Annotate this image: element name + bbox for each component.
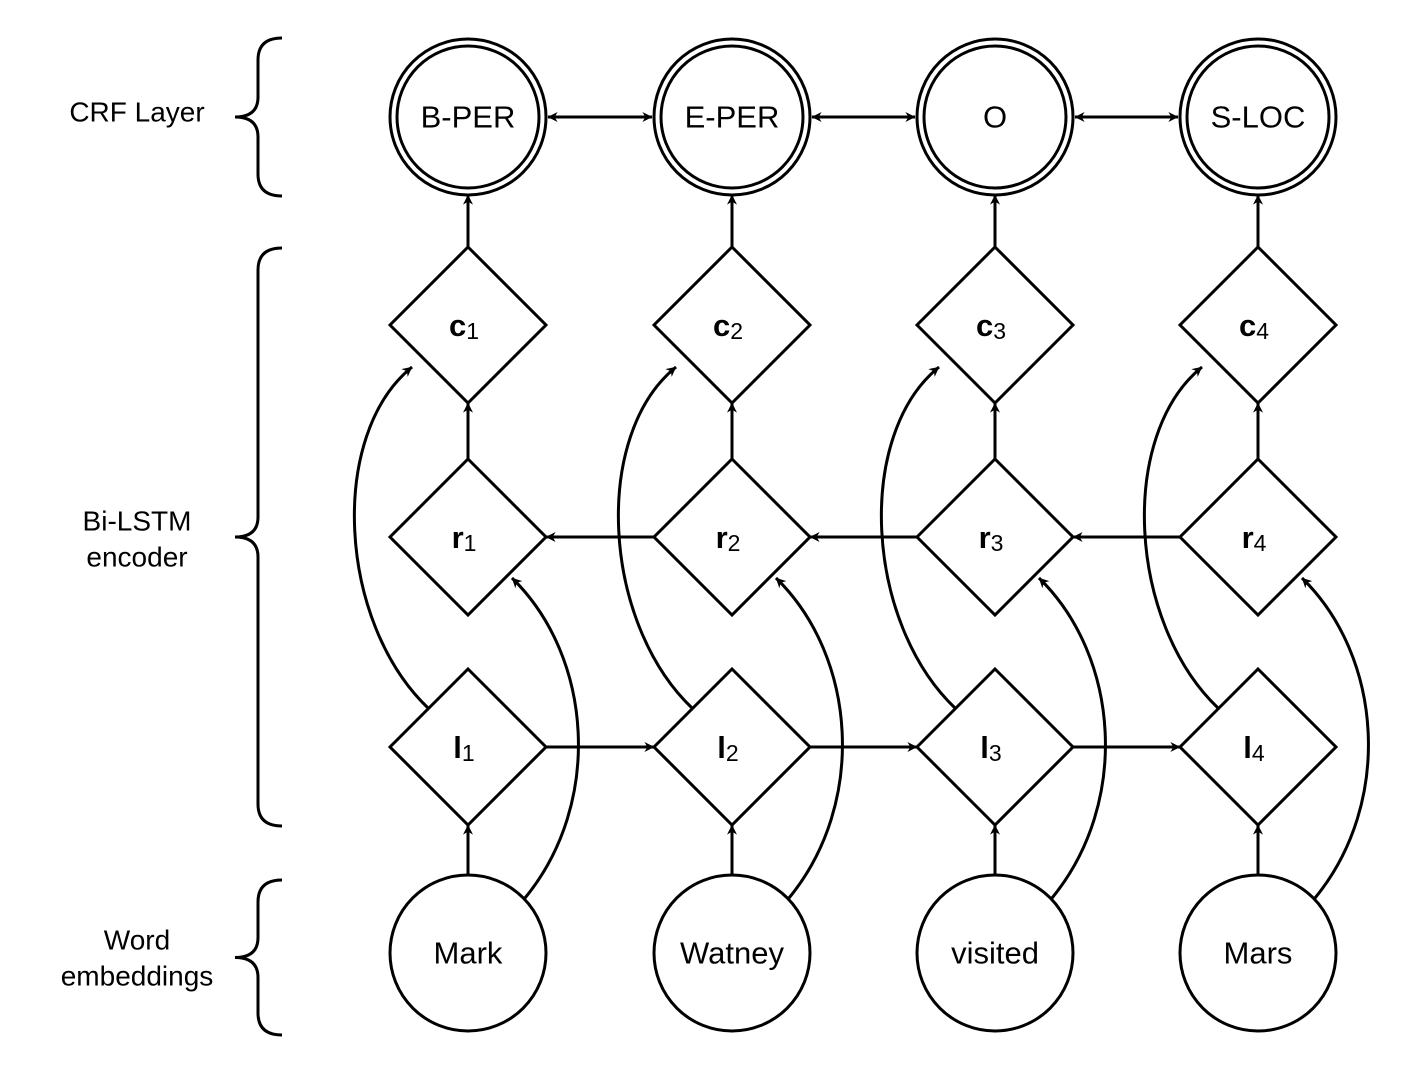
crf-tag-label: S-LOC [1211, 100, 1306, 135]
word-embedding-node [388, 873, 548, 1033]
c-node [1177, 244, 1339, 406]
c-node [914, 244, 1076, 406]
c-node [651, 244, 813, 406]
crf-layer-brace [234, 36, 283, 198]
subscript: 4 [1254, 530, 1267, 556]
c-node-label: c3 [976, 308, 1006, 345]
crf-tag-label: E-PER [685, 100, 780, 135]
symbol: c [713, 308, 730, 343]
l-node-label: l4 [1243, 730, 1265, 767]
c-node-label: c2 [713, 308, 743, 345]
l-node-label: l1 [453, 730, 474, 767]
crf-tag-node-inner [395, 44, 541, 190]
c-node-label: c4 [1239, 308, 1269, 345]
nodes: B-PERMarkc1r1l1E-PERWatneyc2r2l2Ovisited… [387, 37, 1339, 1033]
subscript: 2 [730, 318, 743, 344]
subscript: 2 [726, 740, 739, 766]
c-node [387, 244, 549, 406]
arrow-word-to-r [1300, 576, 1370, 899]
r-node [914, 456, 1076, 618]
symbol: l [453, 730, 462, 765]
r-node [387, 456, 549, 618]
arrow-word-to-r [510, 576, 580, 899]
symbol: c [976, 308, 993, 343]
symbol: r [1242, 520, 1254, 555]
l-node [387, 666, 549, 828]
symbol: r [979, 520, 991, 555]
word-label: Mark [434, 936, 503, 971]
l-node-label: l3 [980, 730, 1001, 767]
subscript: 3 [991, 530, 1004, 556]
crf-tag-node-inner [922, 44, 1068, 190]
l-node-label: l2 [717, 730, 738, 767]
word-label: Watney [680, 936, 784, 971]
subscript: 1 [462, 740, 475, 766]
word-embedding-node [1178, 873, 1338, 1033]
crf-tag-node-inner [1185, 44, 1331, 190]
arrow-l-to-c [1142, 365, 1220, 710]
l-node [1177, 666, 1339, 828]
word-embeddings-label: embeddings [61, 961, 214, 992]
arrow-l-to-c [879, 365, 957, 710]
subscript: 3 [993, 318, 1006, 344]
arrow-word-to-r [1037, 576, 1107, 899]
symbol: l [1243, 730, 1252, 765]
symbol: l [980, 730, 989, 765]
r-node-label: r1 [452, 520, 477, 557]
subscript: 4 [1256, 318, 1269, 344]
word-embedding-node [915, 873, 1075, 1033]
embeddings-brace [234, 878, 283, 1037]
arrow-l-to-c [616, 365, 694, 710]
bilstm-encoder-label: encoder [86, 542, 187, 573]
symbol: r [452, 520, 464, 555]
symbol: l [717, 730, 726, 765]
symbol: c [449, 308, 466, 343]
crf-tag-node-inner [659, 44, 805, 190]
l-node [651, 666, 813, 828]
l-node [914, 666, 1076, 828]
arrow-l-to-c [352, 365, 430, 710]
c-node-label: c1 [449, 308, 479, 345]
word-embeddings-label: Word [104, 925, 170, 956]
r-node [1177, 456, 1339, 618]
r-node [651, 456, 813, 618]
crf-layer-label: CRF Layer [69, 97, 204, 128]
r-node-label: r3 [979, 520, 1004, 557]
word-label: Mars [1224, 936, 1293, 971]
subscript: 1 [464, 530, 477, 556]
subscript: 2 [728, 530, 741, 556]
crf-tag-label: O [983, 100, 1007, 135]
arrow-word-to-r [774, 576, 844, 899]
edges [352, 112, 1370, 899]
subscript: 4 [1252, 740, 1265, 766]
r-node-label: r2 [716, 520, 741, 557]
bilstm-encoder-label: Bi-LSTM [83, 506, 192, 537]
word-embedding-node [652, 873, 812, 1033]
r-node-label: r4 [1242, 520, 1267, 557]
subscript: 1 [466, 318, 479, 344]
subscript: 3 [989, 740, 1002, 766]
crf-tag-label: B-PER [421, 100, 516, 135]
symbol: c [1239, 308, 1256, 343]
bilstm-brace [234, 246, 283, 828]
word-label: visited [951, 936, 1039, 971]
symbol: r [716, 520, 728, 555]
